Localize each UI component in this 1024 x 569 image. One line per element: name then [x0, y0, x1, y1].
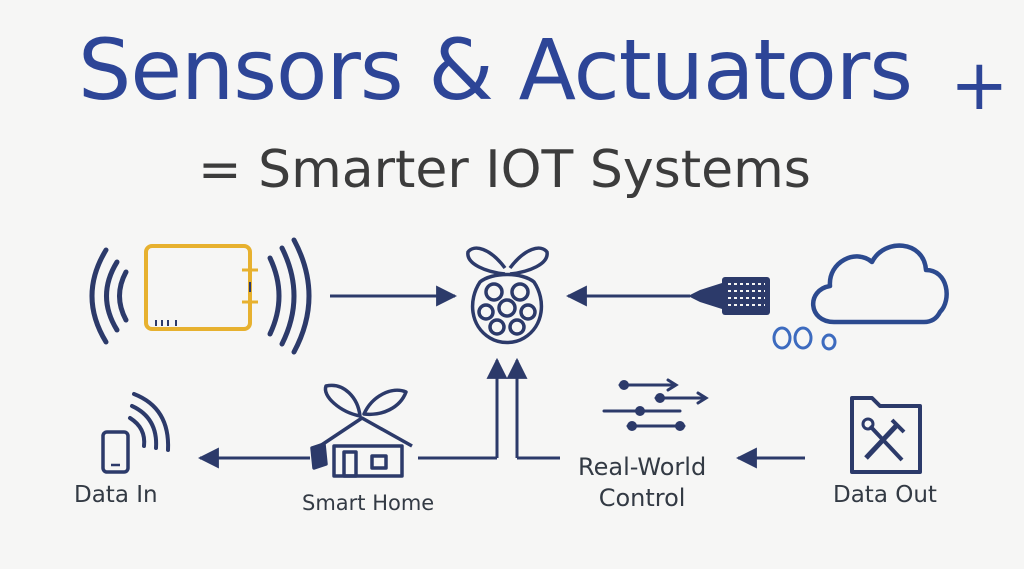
- page-subtitle: = Smarter IOT Systems: [198, 140, 811, 200]
- sliders-icon: [602, 378, 709, 431]
- cloud-icon: [772, 243, 949, 351]
- house-leaves-icon: [310, 383, 413, 478]
- title-plus-sign: +: [950, 44, 1009, 126]
- real-world-control-label: Real-World Control: [578, 452, 706, 514]
- probe-sensor-icon: [688, 277, 770, 315]
- real-world-control-label-line1: Real-World: [578, 453, 707, 481]
- phone-signal-icon: [101, 392, 171, 474]
- data-in-label: Data In: [74, 482, 158, 508]
- data-out-label: Data Out: [833, 482, 937, 508]
- folder-tools-icon: [850, 396, 922, 474]
- page-title: Sensors & Actuators: [78, 21, 913, 119]
- smart-home-label: Smart Home: [302, 491, 435, 515]
- sensor-board-icon: [89, 237, 312, 355]
- real-world-control-label-line2: Control: [598, 484, 686, 512]
- raspberry-pi-icon: [466, 246, 549, 345]
